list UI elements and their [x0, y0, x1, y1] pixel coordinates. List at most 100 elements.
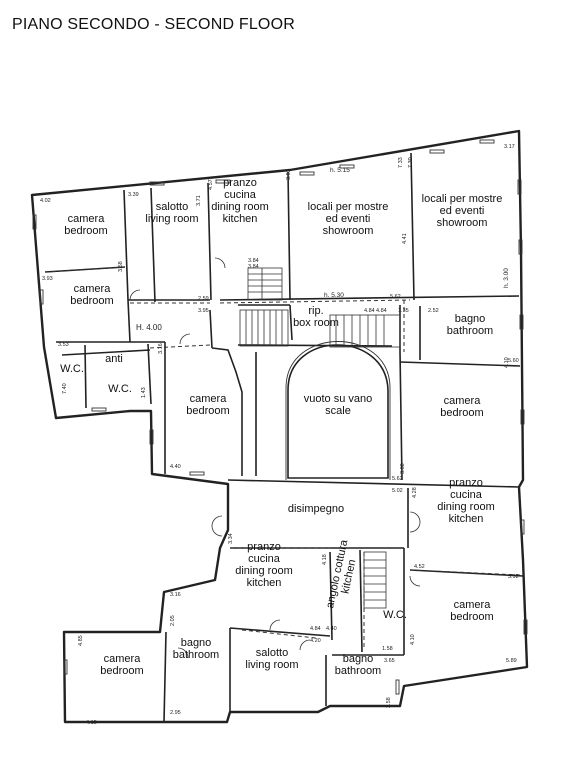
- dimension-label: 2.58: [386, 697, 392, 708]
- stairs: [239, 267, 401, 609]
- room-label-line: locali per mostre: [422, 193, 503, 205]
- dimension-label: 4.20: [310, 638, 321, 644]
- room-label-line: W.C.: [383, 609, 407, 621]
- room-label-line: dining room: [235, 565, 292, 577]
- height-label: h. 5.30: [324, 292, 344, 299]
- room-label-line: bedroom: [100, 665, 143, 677]
- room-label-line: W.C.: [60, 363, 84, 375]
- room-label-line: box room: [293, 317, 339, 329]
- dimension-label: 3.65: [384, 658, 395, 664]
- plan-title: PIANO SECONDO - SECOND FLOOR: [12, 16, 295, 33]
- walls: [30, 129, 529, 724]
- doors: [129, 257, 421, 659]
- room-label-line: rip.: [308, 305, 323, 317]
- dimension-label: 4.18: [322, 554, 328, 565]
- dimension-label: 4.57: [208, 179, 214, 190]
- room-label-line: scale: [325, 405, 351, 417]
- room-label-line: cucina: [450, 489, 483, 501]
- room-label-line: showroom: [323, 225, 374, 237]
- dimension-label: 4.10: [504, 357, 510, 368]
- room-label-line: locali per mostre: [308, 201, 389, 213]
- dimension-label: 4.10: [410, 634, 416, 645]
- room-label-line: dining room: [437, 501, 494, 513]
- room-label: anti: [105, 353, 123, 365]
- dimension-label: 3.17: [504, 144, 515, 150]
- room-label-line: camera: [444, 395, 482, 407]
- dimension-label: 3.34: [228, 533, 234, 544]
- dimension-label: 1.35: [398, 308, 409, 314]
- room-label-line: camera: [68, 213, 106, 225]
- room-label-line: kitchen: [223, 213, 258, 225]
- dimension-label: 3.84: [248, 258, 259, 264]
- room-label-line: bagno: [455, 313, 486, 325]
- dimension-label: 3.81: [286, 169, 292, 180]
- dimension-label: 4.84: [376, 308, 387, 314]
- room-label-line: camera: [454, 599, 492, 611]
- height-label: h. 3.00: [503, 268, 510, 288]
- room-label-line: W.C.: [108, 383, 132, 395]
- room-label-line: cucina: [248, 553, 281, 565]
- height-label: h. 5.15: [330, 167, 350, 174]
- dimension-label: 2.05: [170, 615, 176, 626]
- room-label-line: kitchen: [449, 513, 484, 525]
- dimension-label: 3.71: [196, 195, 202, 206]
- dimension-label: 4.15: [86, 720, 97, 726]
- dimension-label: 2.52: [428, 308, 439, 314]
- room-label-line: bedroom: [70, 295, 113, 307]
- dimension-label: 5.62: [390, 294, 401, 300]
- dimension-label: 3.92: [508, 574, 519, 580]
- dimension-label: 5.62: [392, 476, 403, 482]
- dimension-label: 4.40: [170, 464, 181, 470]
- room-label: W.C.: [383, 609, 407, 621]
- room-label-line: pranzo: [449, 477, 483, 489]
- room-label-line: living room: [145, 213, 198, 225]
- room-label-line: bedroom: [186, 405, 229, 417]
- dimension-label: 4.28: [412, 487, 418, 498]
- room-label-line: living room: [245, 659, 298, 671]
- room-label-line: bagno: [343, 653, 374, 665]
- dimension-label: 2.59: [198, 296, 209, 302]
- dimension-label: 3.16: [170, 592, 181, 598]
- room-label-line: disimpegno: [288, 503, 344, 515]
- dimension-label: 1.43: [141, 387, 147, 398]
- room-label-line: anti: [105, 353, 123, 365]
- dimension-label: 3.95: [198, 308, 209, 314]
- room-label-line: salotto: [156, 201, 188, 213]
- dimension-label: 7.40: [62, 383, 68, 394]
- room-label-line: bathroom: [173, 649, 219, 661]
- dimension-label: 3.93: [42, 276, 53, 282]
- room-label-line: ed eventi: [440, 205, 485, 217]
- dimension-label: 3.84: [248, 264, 259, 270]
- room-label-line: cucina: [224, 189, 257, 201]
- dimension-label: 5.60: [508, 358, 519, 364]
- dimension-label: 5.02: [392, 488, 403, 494]
- room-label: W.C.: [60, 363, 84, 375]
- dimension-label: 7.33: [398, 157, 404, 168]
- room-label-line: bathroom: [447, 325, 493, 337]
- dimension-label: 3.39: [128, 192, 139, 198]
- room-label-line: ed eventi: [326, 213, 371, 225]
- height-marks: H. 4.00 h. 5.15 h. 5.30 h. 3.00: [136, 167, 510, 332]
- dimension-label: 5.89: [506, 658, 517, 664]
- room-label-line: bedroom: [64, 225, 107, 237]
- dimension-label: 3.58: [118, 261, 124, 272]
- dimension-label: 4.40: [326, 626, 337, 632]
- room-label-line: camera: [104, 653, 142, 665]
- room-label-line: kitchen: [247, 577, 282, 589]
- dimension-label: 4.02: [40, 198, 51, 204]
- dimension-label: 4.41: [402, 233, 408, 244]
- room-label: rip.box room: [293, 305, 339, 329]
